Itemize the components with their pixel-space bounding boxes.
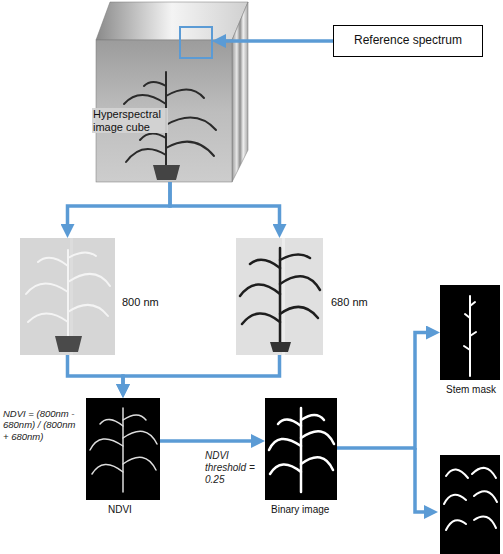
- band-image-680: [236, 238, 323, 355]
- stem-mask-image: [440, 285, 500, 380]
- ndvi-image-node: NDVI: [86, 398, 160, 500]
- formula-note: NDVI = (800nm - 680nm) / (800nm + 680nm): [3, 408, 83, 442]
- image-caption: 800 nm: [122, 296, 159, 309]
- image-caption: 680 nm: [331, 296, 368, 309]
- flow-arrow: [170, 182, 280, 231]
- mask-image-node: Stem mask: [440, 285, 500, 380]
- image-caption: Binary image: [271, 504, 329, 516]
- binary-image-node: Binary image: [265, 398, 337, 500]
- flow-arrow: [68, 182, 171, 231]
- branch-arrow: [415, 448, 431, 512]
- image-cube-node: Hyperspectral image cube: [96, 2, 248, 182]
- leaf-mask-image: [440, 455, 500, 554]
- image-caption: Stem mask: [446, 384, 496, 396]
- image-cube: [96, 2, 248, 182]
- flow-arrow: [68, 355, 124, 391]
- band-image-node: 800 nm: [20, 238, 115, 355]
- band-image-node: 680 nm: [236, 238, 323, 355]
- flow-arrow: [160, 439, 258, 443]
- flow-arrow: [123, 355, 280, 391]
- image-caption: Hyperspectral image cube: [92, 108, 168, 133]
- binary-image: [265, 398, 337, 500]
- ndvi-image: [86, 398, 160, 500]
- image-caption: NDVI: [108, 504, 132, 516]
- band-image-800: [20, 238, 115, 355]
- reference-box: Reference spectrum: [333, 25, 483, 57]
- flow-arrow: [219, 39, 333, 43]
- flow-arrow: [337, 333, 433, 449]
- box-label: Reference spectrum: [354, 34, 462, 48]
- edge-label: NDVI threshold = 0.25: [205, 450, 255, 486]
